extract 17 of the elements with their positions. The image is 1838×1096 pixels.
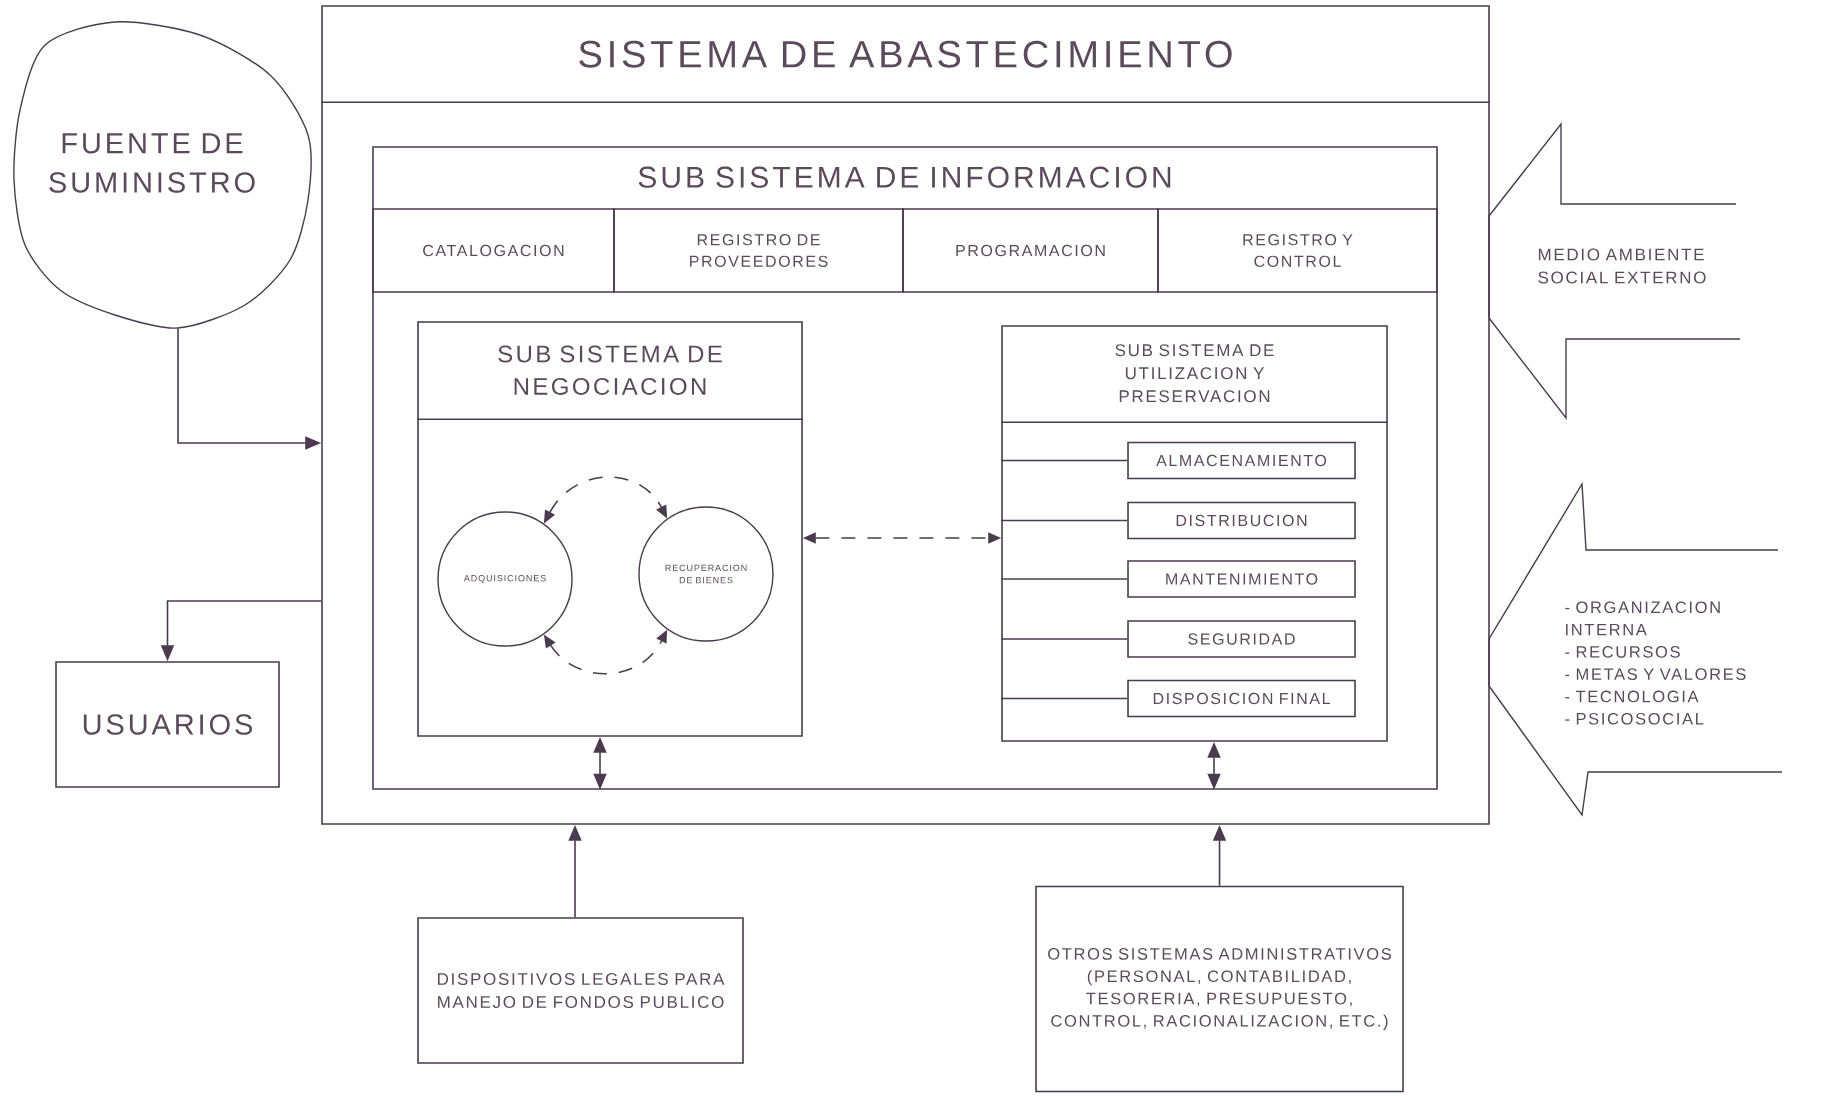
process-box: DISPOSICION FINAL — [1127, 679, 1356, 718]
process-box: DISPOSITIVOS LEGALES PARA MANEJO DE FONDOS PUBLICO — [417, 917, 744, 1064]
process-box: ALMACENAMIENTO — [1127, 441, 1356, 480]
process-box: DISTRIBUCION — [1127, 501, 1356, 540]
process-box: PROGRAMACION — [902, 208, 1159, 293]
connector-line — [1000, 578, 1128, 580]
connector-line — [1000, 697, 1128, 700]
process-box: USUARIOS — [55, 661, 280, 788]
connector-line — [1000, 459, 1128, 462]
process-box: REGISTRO DE PROVEEDORES — [613, 208, 904, 293]
connector-line — [1000, 638, 1128, 640]
process-box: SEGURIDAD — [1127, 620, 1356, 658]
connector-line — [1000, 519, 1128, 522]
process-box: MANTENIMIENTO — [1127, 560, 1356, 598]
process-box: OTROS SISTEMAS ADMINISTRATIVOS (PERSONAL, CONTABILIDAD, TESORERIA, PRESUPUESTO, CONTROL, RACIONALIZACION, ETC.) — [1035, 885, 1404, 1093]
process-box: CATALOGACION — [372, 208, 615, 293]
process-box: REGISTRO Y CONTROL — [1157, 208, 1438, 293]
